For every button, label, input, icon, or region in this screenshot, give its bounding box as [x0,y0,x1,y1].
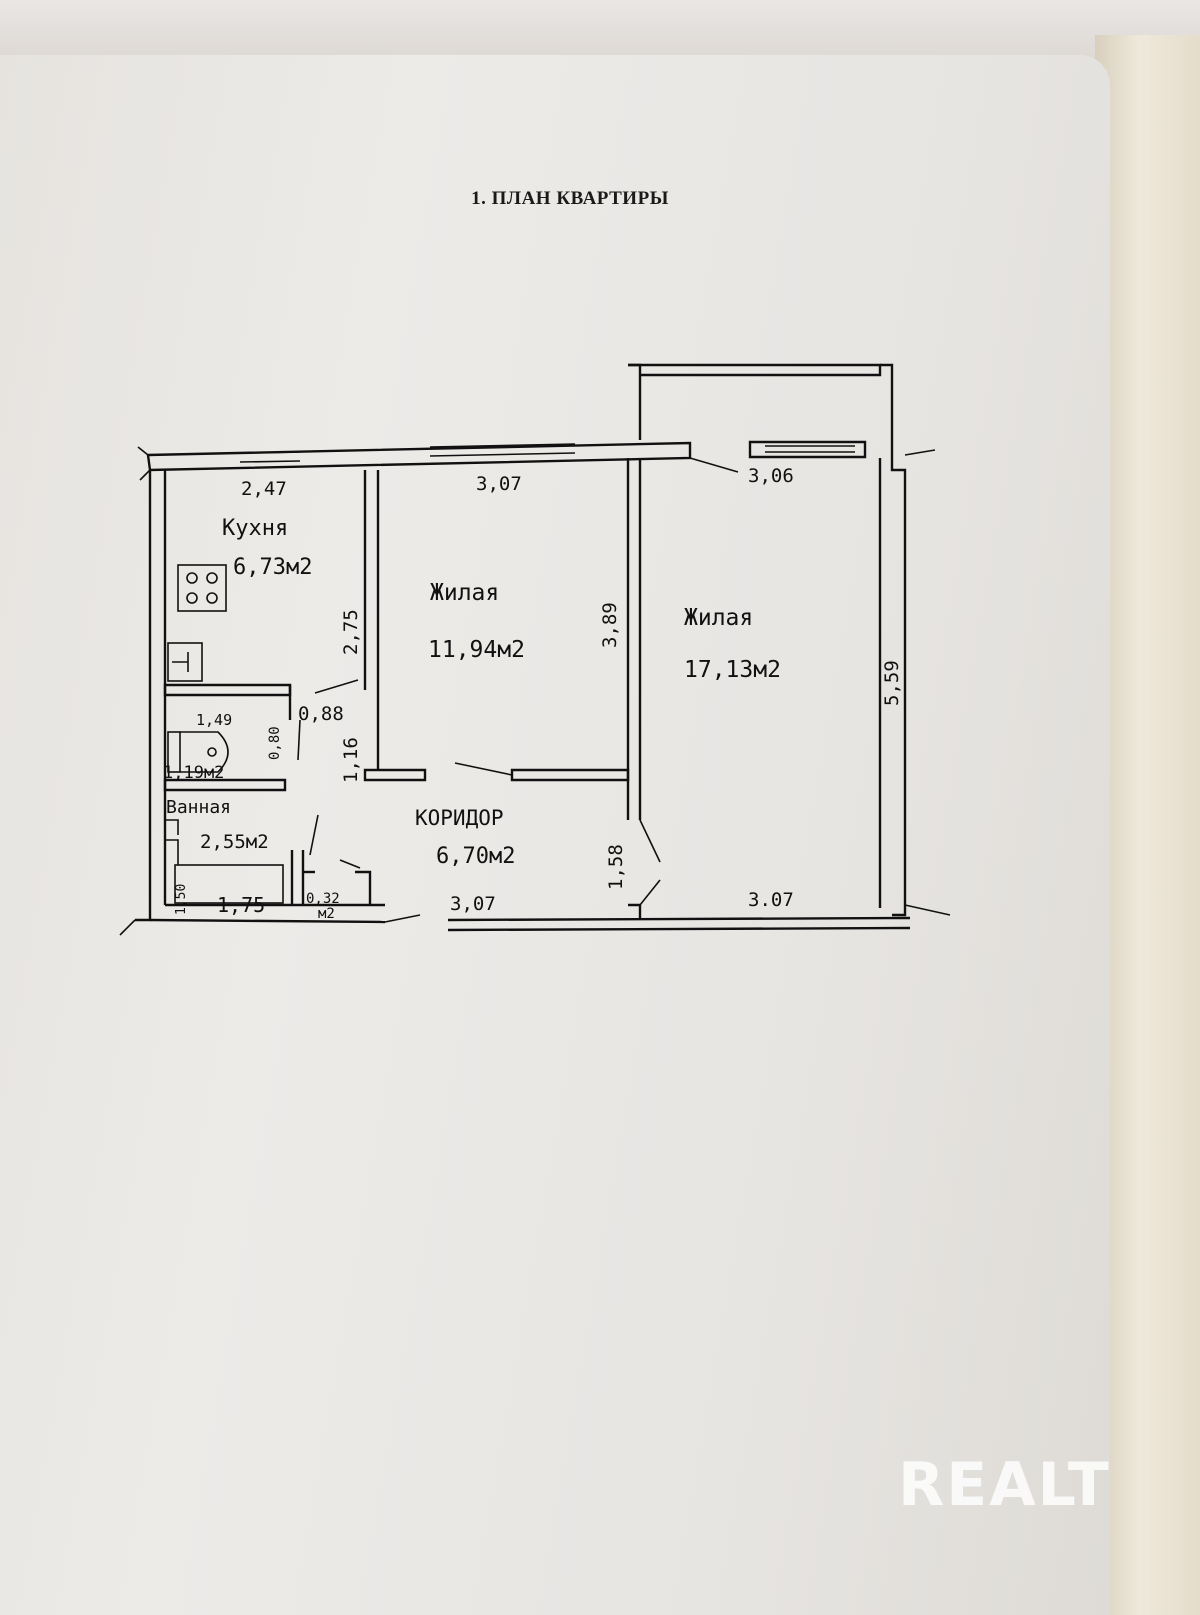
living2-name: Жилая [684,605,753,631]
bathroom-area: 2,55м2 [200,831,269,853]
bathroom-name: Ванная [166,797,231,818]
bathtub-icon [165,819,284,904]
living2-area: 17,13м2 [684,657,781,683]
living1-name: Жилая [430,580,499,606]
dim-bath-tub-width: 1,75 [217,893,265,917]
storage-area-value: 0,32 [306,891,340,907]
dim-corridor-width-bottom: 3,07 [450,893,496,915]
dim-living1-depth: 3,89 [599,602,621,648]
page-title: 1. ПЛАН КВАРТИРЫ [471,188,669,209]
dim-bath-tub-depth: 1,50 [174,884,189,915]
sink-icon [167,642,203,682]
realt-watermark-logo: REALT [898,1450,1111,1520]
wc-area: 1,19м2 [163,763,224,783]
kitchen-name: Кухня [222,516,288,541]
dim-living2-width-top: 3,06 [748,465,794,487]
document-page [0,55,1110,1615]
interior-walls [163,458,642,920]
dim-kitchen-depth: 2,75 [340,609,362,655]
dim-living2-width-bottom: 3.07 [748,889,794,911]
living1-area: 11,94м2 [428,637,525,663]
dim-living1-width-top: 3,07 [476,473,522,495]
corridor-area: 6,70м2 [436,844,515,869]
dim-kitchen-width: 2,47 [241,478,287,500]
dim-living2-depth: 5,59 [881,660,903,706]
dim-corridor-depth: 1,58 [605,844,627,890]
dim-wc-depth: 0,80 [267,726,283,760]
storage-area-unit: м2 [318,906,335,922]
page-edge [1095,35,1200,1615]
dim-hall-width: 0,88 [298,703,344,725]
stove-icon [177,564,227,612]
kitchen-area: 6,73м2 [233,555,312,580]
dim-hall-depth: 1,16 [340,737,362,783]
toilet-icon [167,731,229,773]
dim-wc-width: 1,49 [196,711,232,729]
door-swings [297,679,661,906]
corridor-name: КОРИДОР [415,806,504,830]
